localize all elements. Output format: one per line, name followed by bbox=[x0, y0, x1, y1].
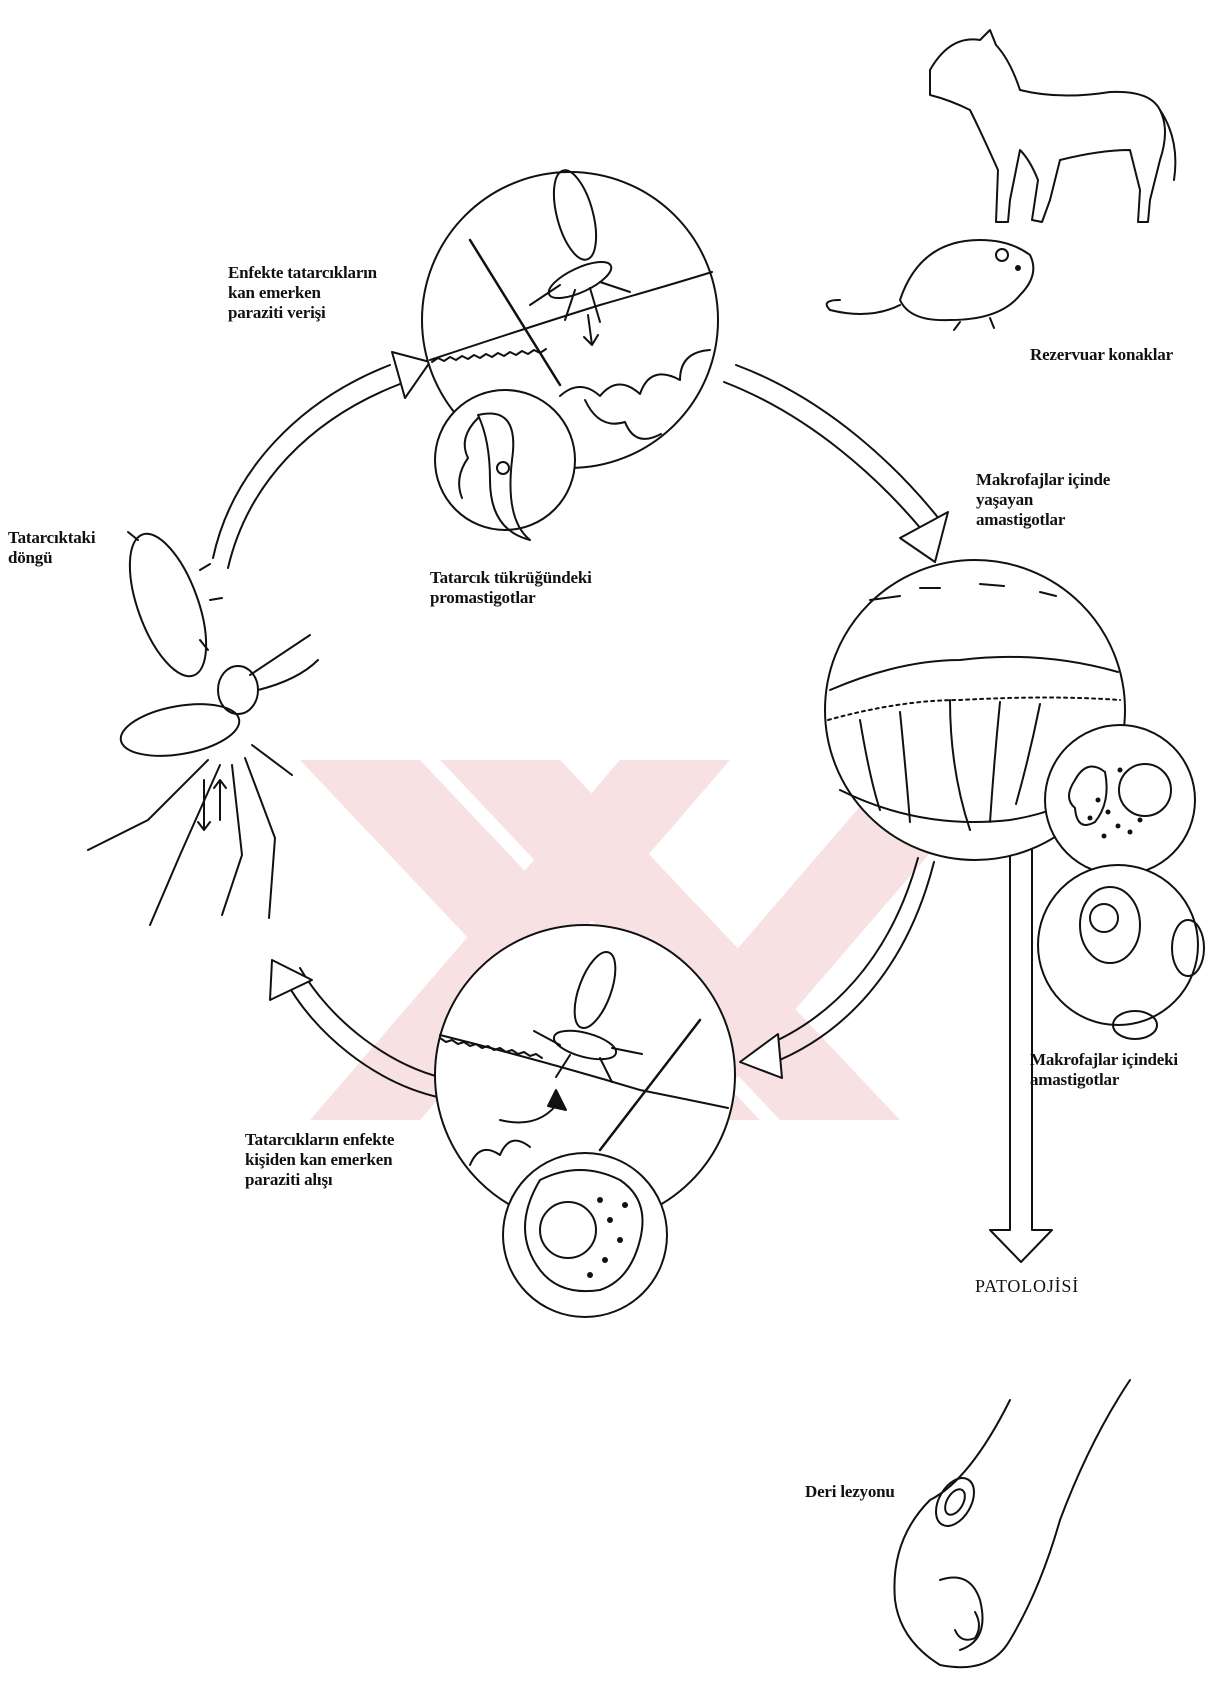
label-reservoir-hosts: Rezervuar konaklar bbox=[1030, 345, 1173, 365]
rodent-icon bbox=[827, 240, 1034, 330]
dog-icon bbox=[930, 30, 1175, 222]
label-line: Tatarcıkların enfekte bbox=[245, 1130, 394, 1150]
label-line: paraziti verişi bbox=[228, 303, 377, 323]
infected-macrophage-circle bbox=[503, 1153, 667, 1317]
arrow-top-to-right bbox=[724, 365, 948, 562]
label-amastigotes-inside: Makrofajlar içindeki amastigotlar bbox=[1030, 1050, 1178, 1090]
label-line: amastigotlar bbox=[976, 510, 1110, 530]
label-line: döngü bbox=[8, 548, 95, 568]
label-line: yaşayan bbox=[976, 490, 1110, 510]
label-line: amastigotlar bbox=[1030, 1070, 1178, 1090]
label-line: paraziti alışı bbox=[245, 1170, 394, 1190]
label-line: Enfekte tatarcıkların bbox=[228, 263, 377, 283]
arrow-left-to-top bbox=[213, 352, 430, 568]
label-line: Rezervuar konaklar bbox=[1030, 345, 1173, 365]
label-line: kan emerken bbox=[228, 283, 377, 303]
label-pathology: PATOLOJİSİ bbox=[975, 1276, 1079, 1296]
amastigote-circle bbox=[1038, 865, 1204, 1039]
label-uptake: Tatarcıkların enfekte kişiden kan emerke… bbox=[245, 1130, 394, 1190]
label-line: Makrofajlar içindeki bbox=[1030, 1050, 1178, 1070]
label-infected-bite: Enfekte tatarcıkların kan emerken parazi… bbox=[228, 263, 377, 323]
macrophage-icon bbox=[1045, 725, 1195, 875]
label-line: PATOLOJİSİ bbox=[975, 1276, 1079, 1296]
label-line: Deri lezyonu bbox=[805, 1482, 895, 1502]
label-line: promastigotlar bbox=[430, 588, 592, 608]
label-amastigotes-living: Makrofajlar içinde yaşayan amastigotlar bbox=[976, 470, 1110, 530]
label-promastigotes: Tatarcık tükrüğündeki promastigotlar bbox=[430, 568, 592, 608]
label-line: kişiden kan emerken bbox=[245, 1150, 394, 1170]
hand-lesion-icon bbox=[894, 1380, 1130, 1667]
sandfly-icon bbox=[88, 524, 318, 925]
label-line: Tatarcık tükrüğündeki bbox=[430, 568, 592, 588]
label-sandfly-cycle: Tatarcıktaki döngü bbox=[8, 528, 95, 568]
label-skin-lesion: Deri lezyonu bbox=[805, 1482, 895, 1502]
label-line: Tatarcıktaki bbox=[8, 528, 95, 548]
label-line: Makrofajlar içinde bbox=[976, 470, 1110, 490]
promastigote-circle bbox=[435, 390, 575, 540]
